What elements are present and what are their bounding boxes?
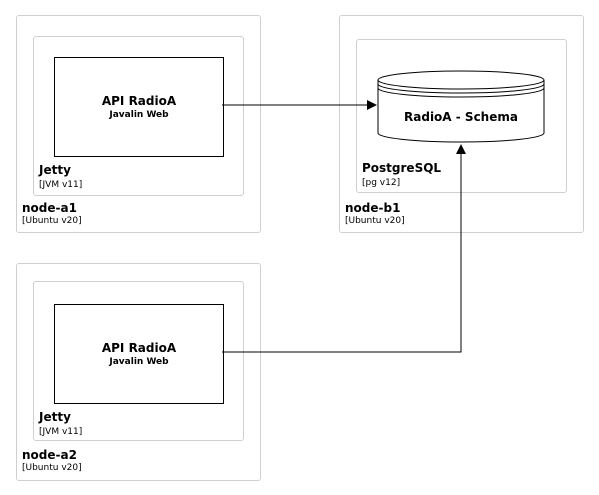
container-runtime: [JVM v11] <box>39 427 83 437</box>
api-radioa-component-a2[interactable]: API RadioA Javalin Web <box>54 304 224 404</box>
node-os: [Ubuntu v20] <box>22 216 82 226</box>
node-os: [Ubuntu v20] <box>345 216 405 226</box>
container-runtime: [JVM v11] <box>39 180 83 190</box>
node-name: node-a2 <box>22 448 77 462</box>
component-subtitle: Javalin Web <box>109 357 169 367</box>
container-runtime: [pg v12] <box>362 178 401 188</box>
container-name: Jetty <box>39 410 71 424</box>
node-a1-frame: API RadioA Javalin Web Jetty [JVM v11] n… <box>16 15 261 233</box>
database-title: RadioA - Schema <box>404 110 518 124</box>
node-name: node-a1 <box>22 201 77 215</box>
component-subtitle: Javalin Web <box>109 110 169 120</box>
radioa-schema-database[interactable]: RadioA - Schema <box>377 70 545 143</box>
node-a2-frame: API RadioA Javalin Web Jetty [JVM v11] n… <box>16 263 261 481</box>
jetty-container-a1: API RadioA Javalin Web Jetty [JVM v11] <box>33 36 244 196</box>
component-title: API RadioA <box>101 341 177 355</box>
container-name: Jetty <box>39 163 71 177</box>
node-name: node-b1 <box>345 201 401 215</box>
node-os: [Ubuntu v20] <box>22 463 82 473</box>
component-title: API RadioA <box>101 94 177 108</box>
connector-a2-to-schema <box>222 144 466 353</box>
jetty-container-a2: API RadioA Javalin Web Jetty [JVM v11] <box>33 281 244 441</box>
container-name: PostgreSQL <box>362 161 442 175</box>
api-radioa-component-a1[interactable]: API RadioA Javalin Web <box>54 57 224 157</box>
